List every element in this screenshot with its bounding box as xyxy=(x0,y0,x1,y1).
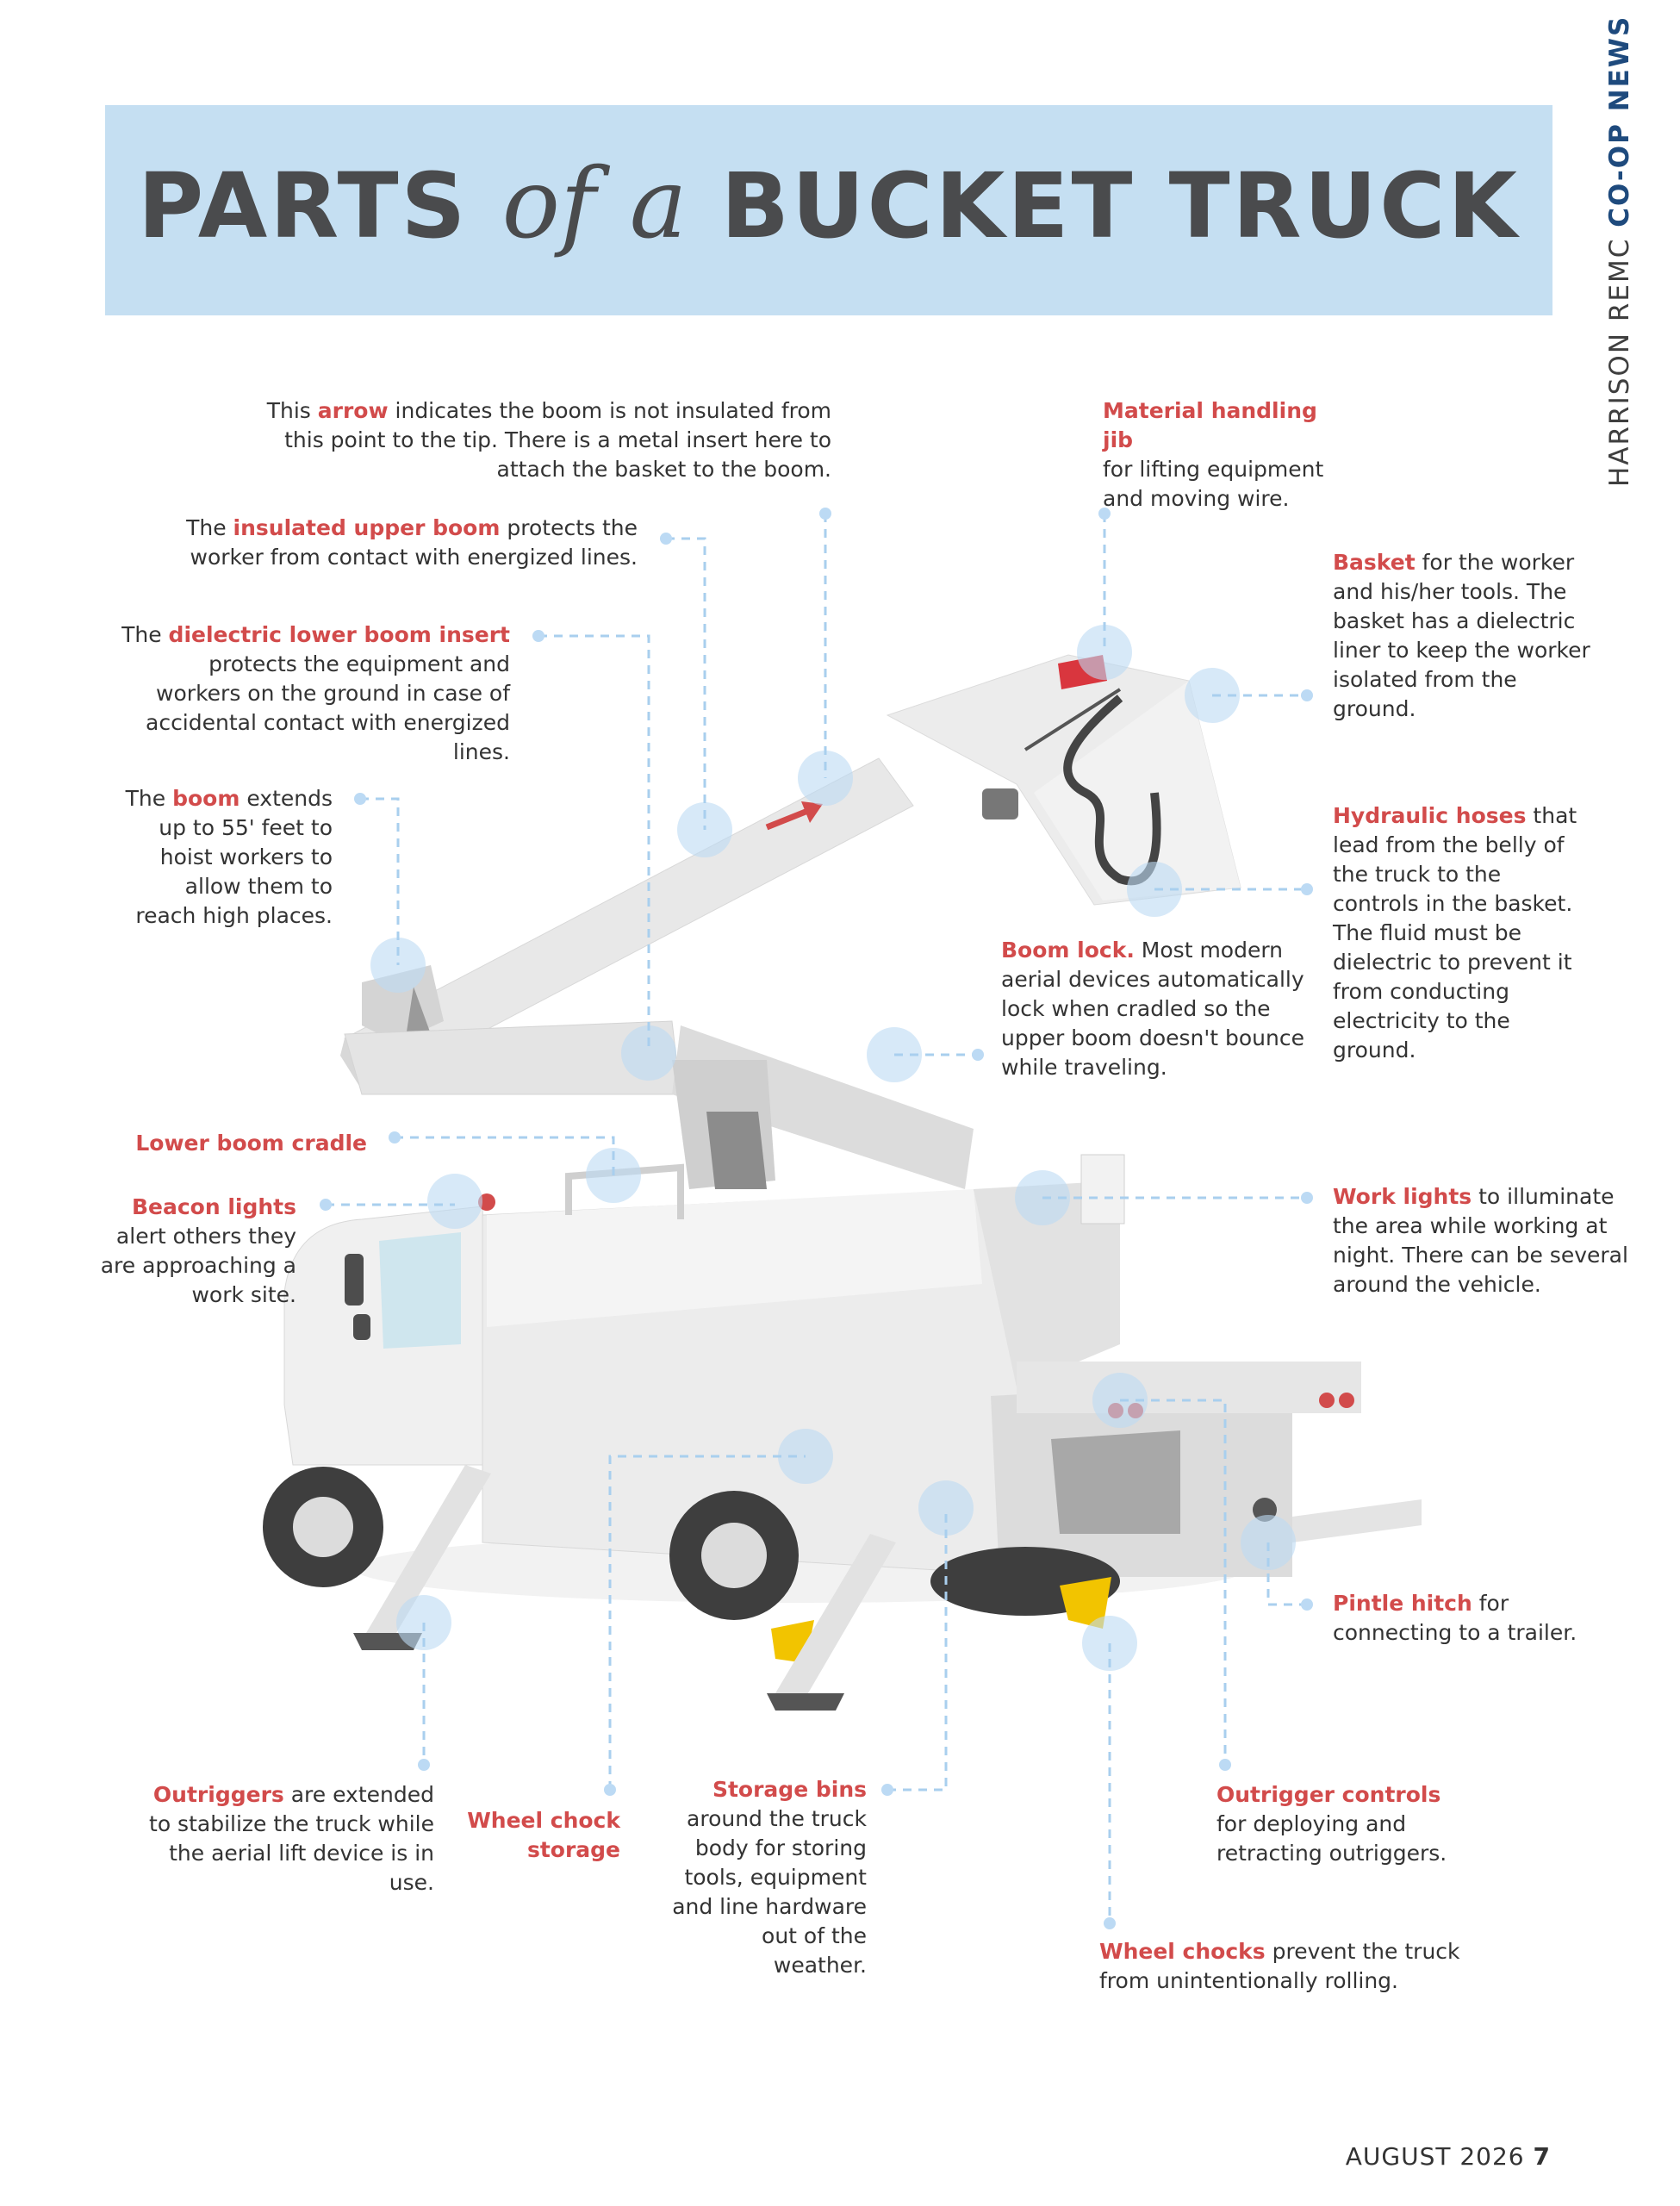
page-footer: AUGUST 2026 7 xyxy=(1346,2142,1551,2171)
dot xyxy=(1104,1917,1116,1929)
callout-lower-boom-insert: The dielectric lower boom insert protect… xyxy=(121,622,510,764)
marker-storage-bins xyxy=(918,1480,974,1536)
leader-pintle xyxy=(1266,1542,1307,1606)
rear-shadow xyxy=(1051,1430,1180,1534)
marker-beacon xyxy=(427,1174,482,1229)
basket-liner xyxy=(1034,681,1241,900)
callout-upper-boom: The insulated upper boom protects the wo… xyxy=(186,515,638,570)
callout-hoses: Hydraulic hoses that lead from the belly… xyxy=(1333,803,1577,1062)
pedestal-shadow xyxy=(706,1112,767,1189)
leader-endpoints xyxy=(320,508,1313,1929)
leader-boom xyxy=(360,797,400,965)
tail-light xyxy=(1319,1393,1335,1408)
dot xyxy=(1301,1598,1313,1611)
issue-date: AUGUST 2026 xyxy=(1345,2142,1525,2171)
page-title: PARTS of a BUCKET TRUCK xyxy=(105,148,1552,260)
leader-chock-storage xyxy=(608,1455,806,1790)
dot xyxy=(1301,1192,1313,1204)
title-of: of xyxy=(501,148,596,260)
title-part-1: PARTS xyxy=(138,153,469,259)
callout-boom-lock: Boom lock. Most modern aerial devices au… xyxy=(1001,938,1304,1080)
marker-lower-insert xyxy=(621,1025,676,1081)
callout-wheel-chock-storage: Wheel chock storage xyxy=(467,1808,620,1862)
callout-wheel-chocks: Wheel chocks prevent the truck from unin… xyxy=(1099,1939,1460,1993)
dot xyxy=(418,1759,430,1771)
arrow-head xyxy=(801,801,823,823)
page-number: 7 xyxy=(1533,2142,1551,2171)
dot xyxy=(819,508,831,520)
body-rear-upper xyxy=(974,1181,1120,1387)
wheel-chock xyxy=(1060,1577,1111,1629)
dot xyxy=(354,793,366,805)
callout-work-lights: Work lights to illuminate the area while… xyxy=(1333,1184,1628,1297)
callout-boom: The boom extends up to 55' feet to hoist… xyxy=(125,786,333,928)
title-part-2: BUCKET TRUCK xyxy=(720,153,1520,259)
dot xyxy=(660,533,672,545)
leader-storage-bins xyxy=(887,1508,948,1792)
dot xyxy=(972,1049,984,1061)
dot xyxy=(1301,689,1313,701)
callout-basket: Basket for the worker and his/her tools.… xyxy=(1333,550,1590,721)
beacon-light xyxy=(478,1193,495,1211)
windshield xyxy=(379,1232,461,1349)
dot xyxy=(320,1199,332,1211)
outrigger-pad xyxy=(767,1693,844,1711)
callout-cradle: Lower boom cradle xyxy=(135,1131,367,1156)
leader-lower-insert xyxy=(538,634,650,1053)
callout-pintle: Pintle hitch for connecting to a trailer… xyxy=(1333,1591,1577,1645)
mirror xyxy=(345,1254,364,1306)
marker-jib xyxy=(1077,625,1132,680)
leader-cradle xyxy=(395,1136,615,1175)
dot xyxy=(532,630,544,642)
tail-light xyxy=(1339,1393,1354,1408)
callout-outriggers: Outriggers are extended to stabilize the… xyxy=(149,1782,434,1895)
jib-line xyxy=(1024,688,1122,751)
dot xyxy=(1098,508,1111,520)
dot xyxy=(1301,883,1313,895)
mirror-lower xyxy=(353,1314,370,1340)
leader-upper-boom xyxy=(666,537,706,830)
body-top xyxy=(487,1189,982,1327)
outrigger-front xyxy=(366,1465,491,1633)
rear-bumper xyxy=(1017,1362,1361,1413)
basket-control xyxy=(982,788,1018,819)
callout-arrow: This arrow indicates the boom is not ins… xyxy=(266,398,831,482)
arrow-shaft xyxy=(765,807,812,831)
leader-outrigger-controls xyxy=(1120,1399,1227,1765)
dot xyxy=(604,1784,616,1796)
title-banner: PARTS of a BUCKET TRUCK xyxy=(105,105,1552,315)
rear-hub xyxy=(701,1523,767,1588)
dot xyxy=(1219,1759,1231,1771)
title-a: a xyxy=(629,148,688,260)
dot xyxy=(389,1131,401,1144)
boom-elbow-shadow xyxy=(405,987,431,1043)
dot xyxy=(881,1784,893,1796)
front-hub xyxy=(293,1497,353,1557)
outrigger-rear xyxy=(1292,1499,1422,1542)
outrigger-mid xyxy=(775,1534,896,1698)
work-light-post xyxy=(1080,1154,1125,1225)
leader-lines xyxy=(326,514,1307,1923)
